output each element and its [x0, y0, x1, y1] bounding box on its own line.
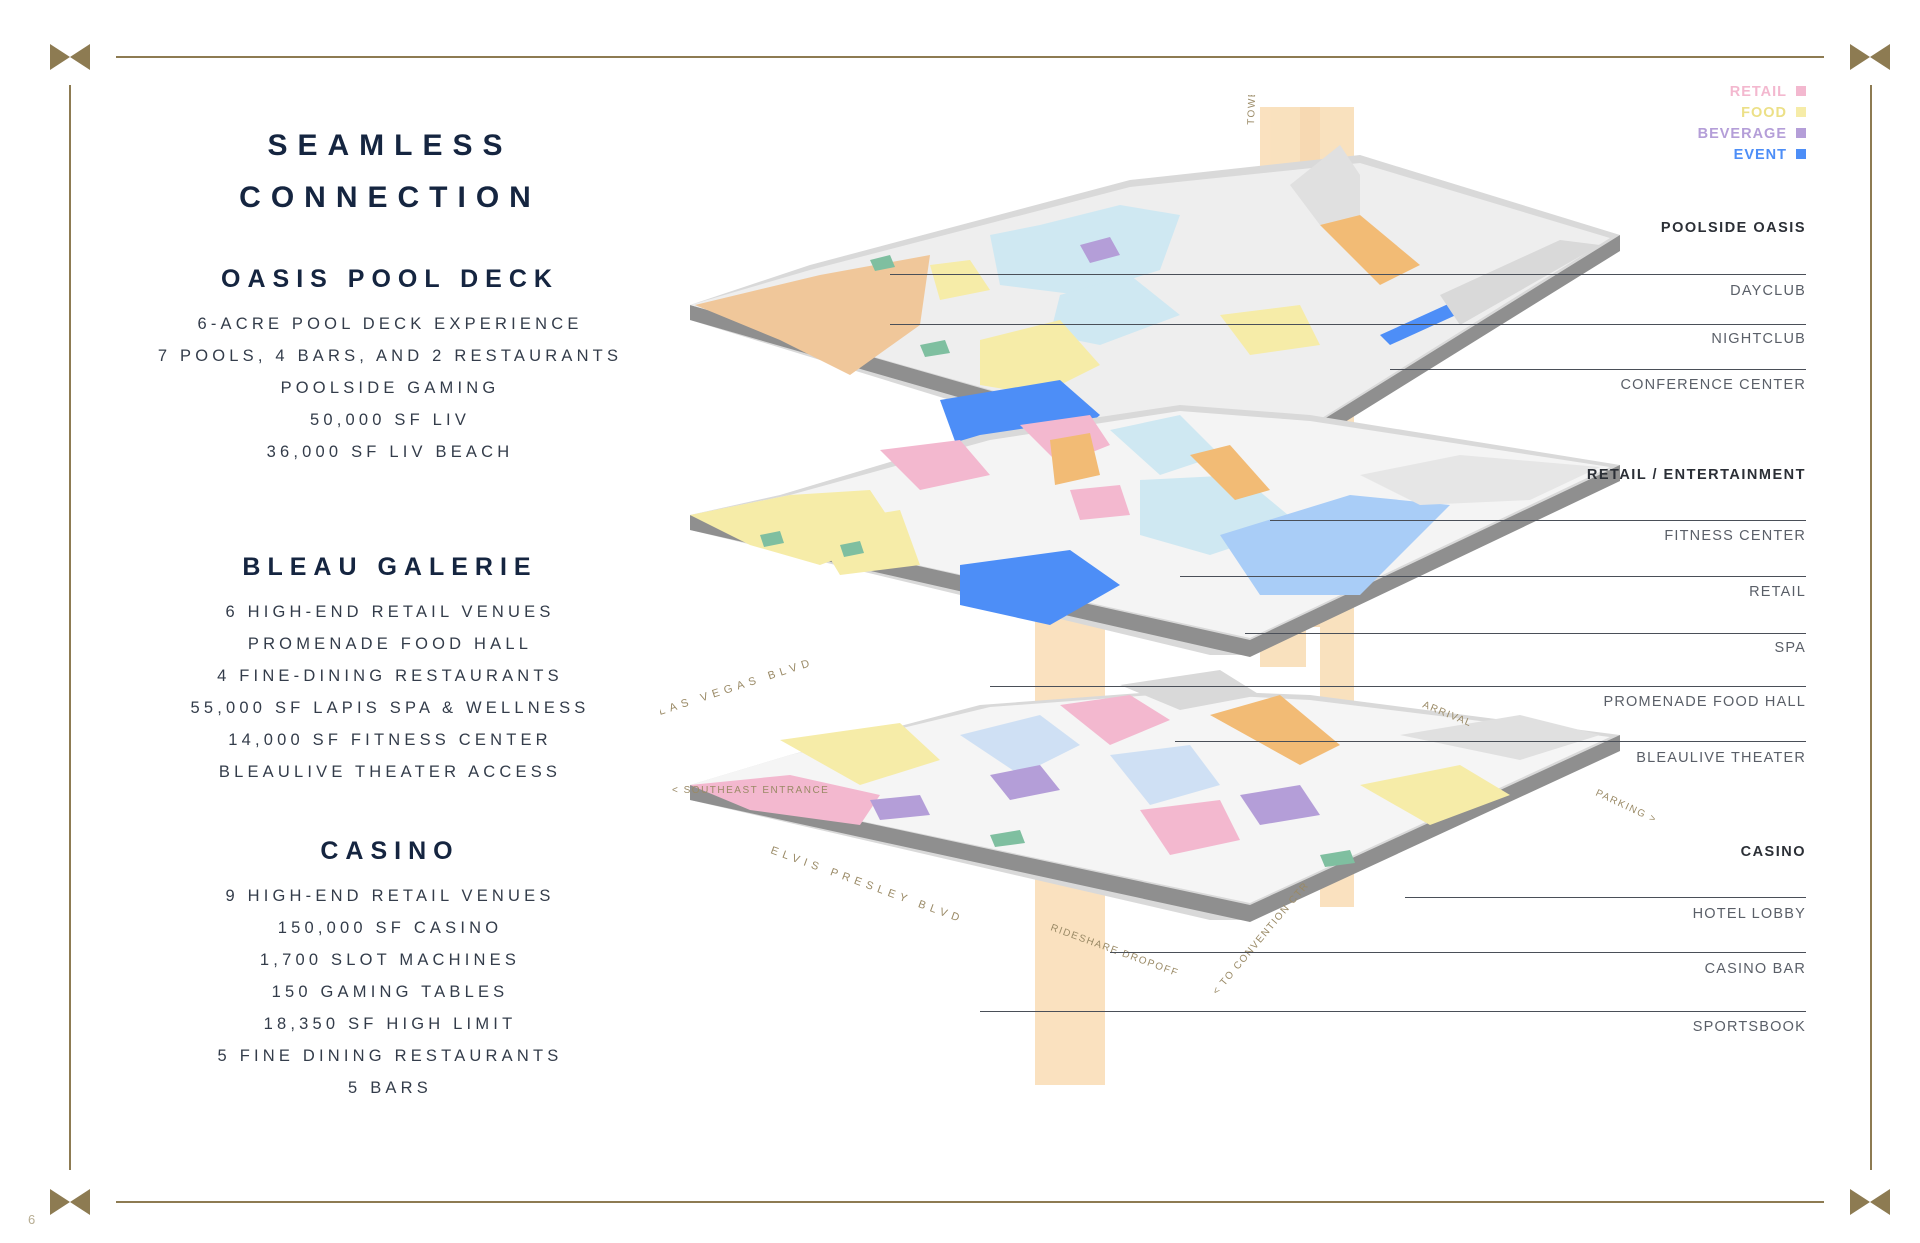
section-title: BLEAU GALERIE [242, 553, 538, 581]
legend-retail: RETAIL [1698, 82, 1806, 103]
legend-label: EVENT [1733, 147, 1787, 163]
list-item: 6-ACRE POOL DECK EXPERIENCE [197, 315, 583, 333]
leader-hotel-lobby [1405, 897, 1806, 898]
label-casino-bar: CASINO BAR [1704, 961, 1806, 977]
legend-swatch-icon [1796, 128, 1806, 138]
label-sportsbook: SPORTSBOOK [1692, 1019, 1806, 1035]
left-rule [69, 85, 71, 1170]
leader-nightclub [890, 324, 1806, 325]
leader-conference-center [1390, 369, 1806, 370]
legend-food: FOOD [1698, 103, 1806, 124]
legend-label: FOOD [1741, 105, 1787, 121]
label-promenade-food-hall: PROMENADE FOOD HALL [1603, 694, 1806, 710]
list-item: 150,000 SF CASINO [277, 919, 503, 937]
map-label-southeast-entrance: < SOUTHEAST ENTRANCE [672, 785, 829, 796]
section-oasis-pool-deck: OASIS POOL DECK 6-ACRE POOL DECK EXPERIE… [130, 264, 650, 468]
level-bleau-galerie [690, 405, 1620, 657]
section-title: OASIS POOL DECK [221, 265, 559, 293]
title-line-2: CONNECTION [239, 181, 541, 214]
legend-beverage: BEVERAGE [1698, 124, 1806, 145]
label-retail-entertainment: RETAIL / ENTERTAINMENT [1586, 467, 1806, 483]
legend-event: EVENT [1698, 145, 1806, 166]
label-conference-center: CONFERENCE CENTER [1620, 377, 1806, 393]
label-fitness-center: FITNESS CENTER [1664, 528, 1806, 544]
bowtie-bottom-left-icon [50, 1189, 90, 1215]
title-line-1: SEAMLESS [267, 129, 513, 162]
map-label-las-vegas-blvd: LAS VEGAS BLVD [660, 656, 816, 718]
page-title: SEAMLESS CONNECTION [130, 120, 650, 224]
section-bleau-galerie: BLEAU GALERIE 6 HIGH-END RETAIL VENUES P… [130, 552, 650, 788]
legend-swatch-icon [1796, 149, 1806, 159]
label-bleaulive-theater: BLEAULIVE THEATER [1636, 750, 1806, 766]
list-item: POOLSIDE GAMING [280, 379, 500, 397]
list-item: 18,350 SF HIGH LIMIT [263, 1015, 517, 1033]
label-retail: RETAIL [1749, 584, 1806, 600]
leader-retail [1180, 576, 1806, 577]
bowtie-top-left-icon [50, 44, 90, 70]
section-title: CASINO [320, 837, 460, 865]
page-number: 6 [28, 1212, 36, 1227]
legend-label: RETAIL [1729, 84, 1787, 100]
legend-swatch-icon [1796, 107, 1806, 117]
list-item: 55,000 SF LAPIS SPA & WELLNESS [190, 699, 590, 717]
label-poolside-oasis: POOLSIDE OASIS [1660, 220, 1806, 236]
leader-dayclub [890, 274, 1806, 275]
list-item: 1,700 SLOT MACHINES [259, 951, 521, 969]
label-dayclub: DAYCLUB [1730, 283, 1806, 299]
legend-swatch-icon [1796, 86, 1806, 96]
list-item: 14,000 SF FITNESS CENTER [228, 731, 552, 749]
list-item: 7 POOLS, 4 BARS, AND 2 RESTAURANTS [157, 347, 623, 365]
label-nightclub: NIGHTCLUB [1711, 331, 1806, 347]
list-item: 50,000 SF LIV [309, 411, 471, 429]
list-item: 4 FINE-DINING RESTAURANTS [217, 667, 563, 685]
bottom-rule [116, 1201, 1824, 1203]
leader-bleaulive-theater [1175, 741, 1806, 742]
leader-fitness-center [1270, 520, 1806, 521]
leader-sportsbook [980, 1011, 1806, 1012]
leader-promenade-food-hall [990, 686, 1806, 687]
level-casino [690, 670, 1620, 922]
right-rule [1870, 85, 1872, 1170]
bowtie-top-right-icon [1850, 44, 1890, 70]
list-item: BLEAULIVE THEATER ACCESS [218, 763, 562, 781]
top-rule [116, 56, 1824, 58]
leader-spa [1245, 633, 1806, 634]
list-item: 150 GAMING TABLES [271, 983, 509, 1001]
legend: RETAIL FOOD BEVERAGE EVENT [1698, 82, 1806, 166]
leader-casino-bar [1110, 952, 1806, 953]
list-item: 6 HIGH-END RETAIL VENUES [225, 603, 555, 621]
feature-list: 6 HIGH-END RETAIL VENUES PROMENADE FOOD … [130, 596, 650, 788]
list-item: 36,000 SF LIV BEACH [266, 443, 514, 461]
left-column: SEAMLESS CONNECTION OASIS POOL DECK 6-AC… [130, 120, 650, 1166]
label-spa: SPA [1774, 640, 1806, 656]
feature-list: 6-ACRE POOL DECK EXPERIENCE 7 POOLS, 4 B… [130, 308, 650, 468]
label-hotel-lobby: HOTEL LOBBY [1692, 906, 1806, 922]
list-item: PROMENADE FOOD HALL [247, 635, 533, 653]
list-item: 5 BARS [348, 1079, 432, 1097]
floor-plan-diagram: TOWER > LAS VEGAS BLVD < SOUTHEAST ENTRA… [660, 95, 1659, 1085]
feature-list: 9 HIGH-END RETAIL VENUES 150,000 SF CASI… [130, 880, 650, 1104]
list-item: 9 HIGH-END RETAIL VENUES [225, 887, 555, 905]
map-label-tower: TOWER > [1246, 95, 1259, 125]
list-item: 5 FINE DINING RESTAURANTS [217, 1047, 563, 1065]
map-label-parking: PARKING > [1594, 788, 1659, 826]
bowtie-bottom-right-icon [1850, 1189, 1890, 1215]
level-pool-deck [690, 145, 1620, 481]
label-casino: CASINO [1740, 844, 1806, 860]
section-casino: CASINO 9 HIGH-END RETAIL VENUES 150,000 … [130, 836, 650, 1104]
legend-label: BEVERAGE [1697, 126, 1787, 142]
